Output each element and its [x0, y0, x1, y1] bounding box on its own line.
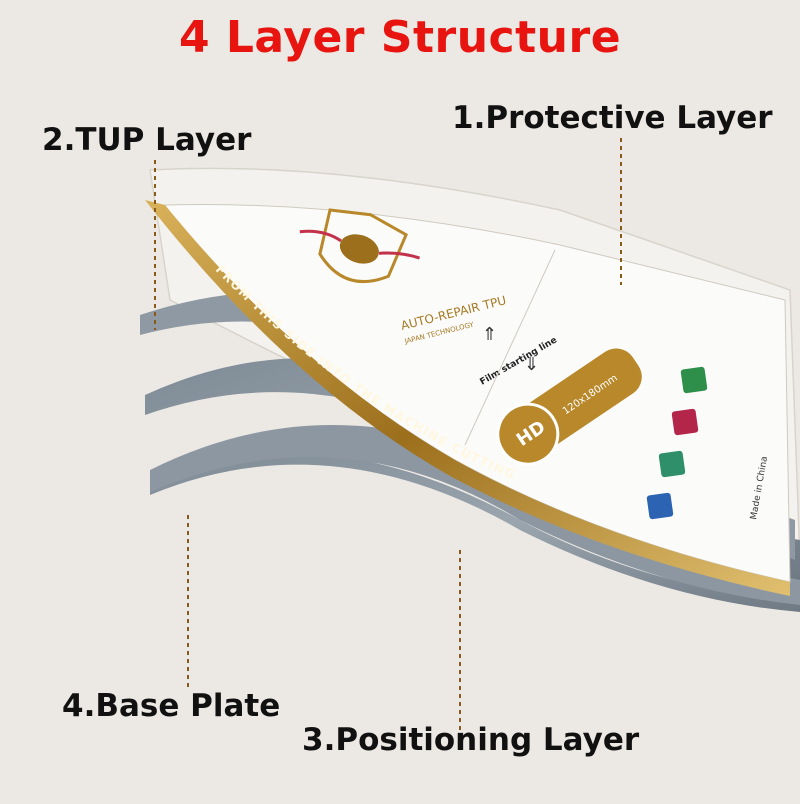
phone-icon: [671, 408, 699, 436]
hd-roll-badge: HD 120x180mm: [496, 348, 642, 466]
bull-shield-logo: [299, 208, 421, 284]
label-tup-layer: 2.TUP Layer: [42, 122, 252, 158]
label-positioning-layer: 3.Positioning Layer: [302, 722, 640, 758]
base-plate-sheet: [150, 425, 800, 605]
spray-icon: [658, 450, 686, 478]
fingerprint-icon: [680, 366, 708, 394]
label-protective-layer: 1.Protective Layer: [452, 100, 773, 136]
down-arrow-icon: ⇓: [524, 354, 539, 375]
base-plate-layer: [150, 452, 800, 612]
diagram-title: 4 Layer Structure: [178, 12, 622, 63]
cleaning-icon: [646, 492, 674, 520]
label-base-plate: 4.Base Plate: [62, 688, 281, 724]
film-divider-line: [464, 249, 556, 446]
up-arrow-icon: ⇑: [482, 324, 497, 345]
